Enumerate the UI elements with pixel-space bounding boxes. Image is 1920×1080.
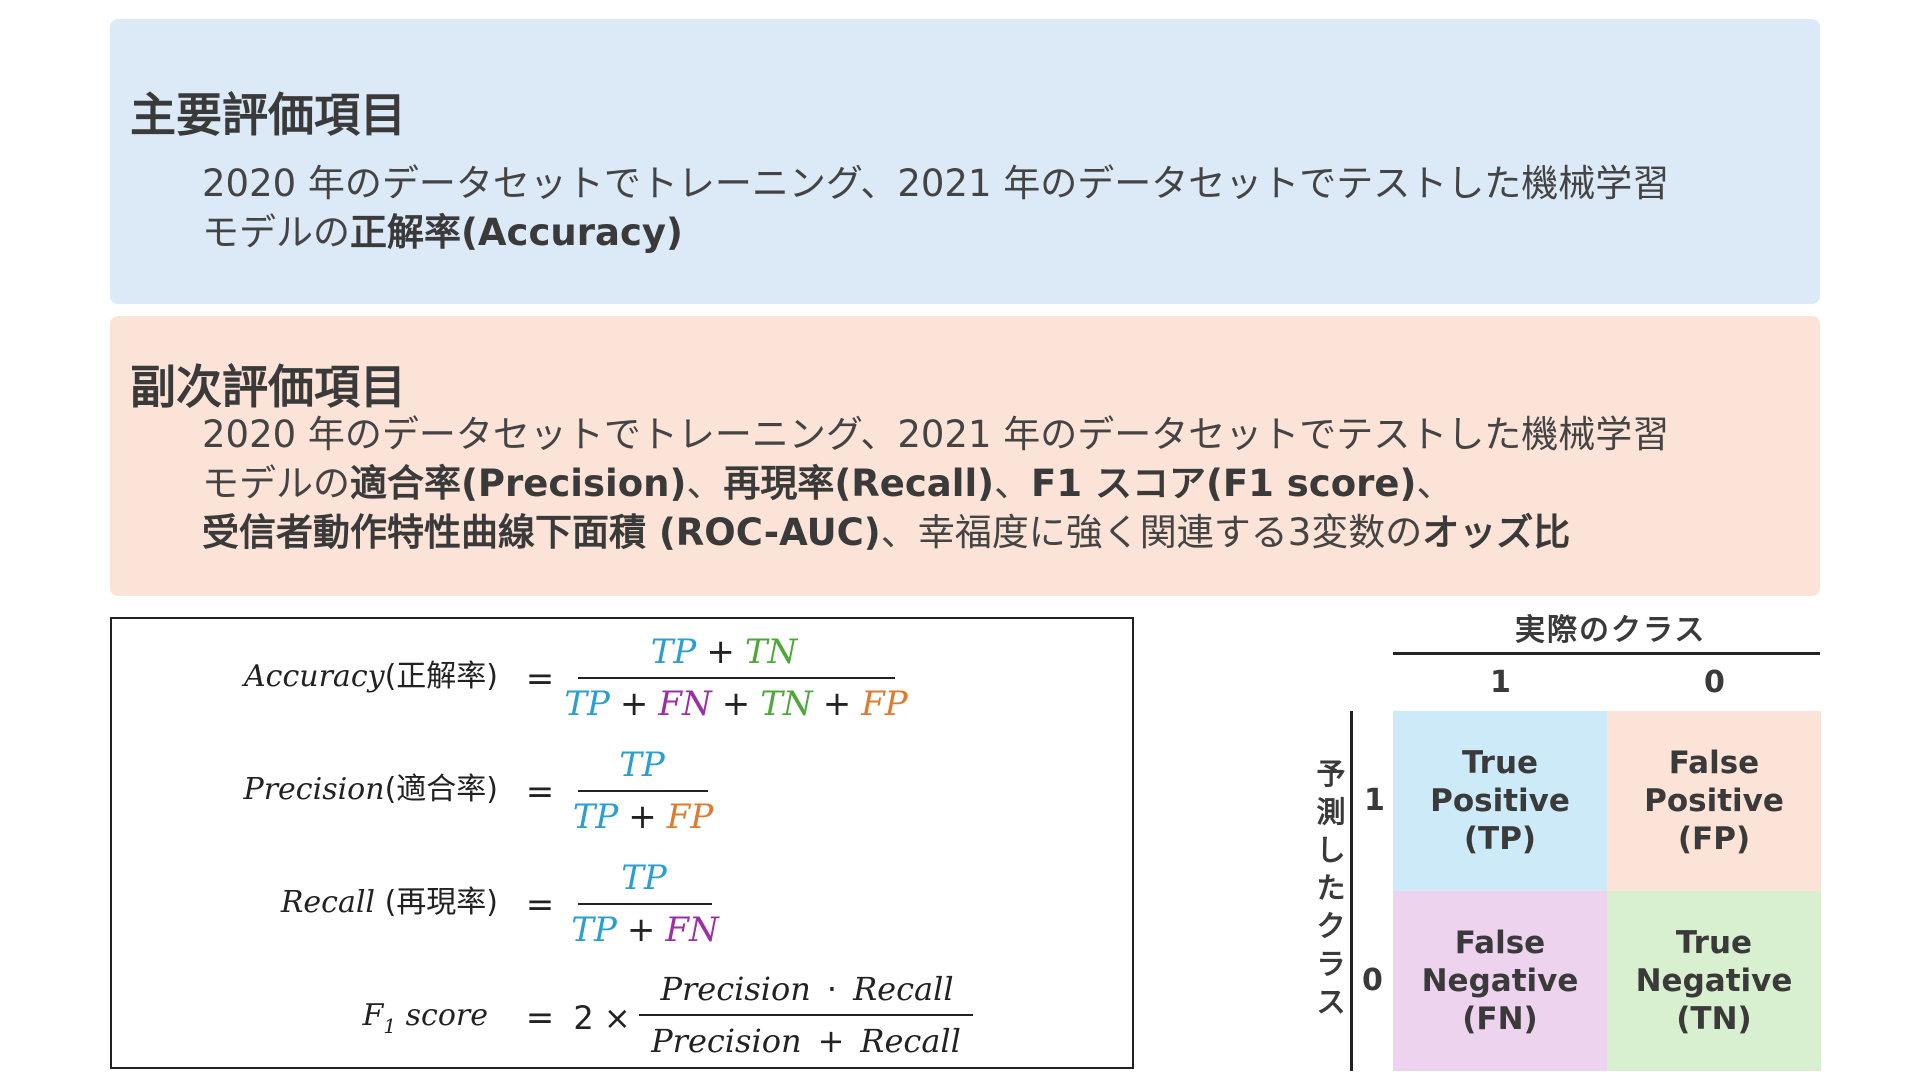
- confusion-matrix: 実際のクラス 1 0 予測したクラス 1 0 True Positive (TP…: [1300, 600, 1821, 1080]
- recall-denominator: TP+FN: [571, 910, 720, 950]
- accuracy-denominator: TP+FN+TN+FP: [564, 684, 908, 724]
- cell-false-negative: False Negative (FN): [1393, 891, 1607, 1071]
- recall-numerator: TP: [621, 858, 668, 898]
- odds-ratio-term: オッズ比: [1422, 511, 1571, 554]
- formula-svg: Accuracy(正解率) = TP+TN TP+FN+TN+FP Precis…: [241, 632, 973, 1060]
- recall-label: Recall (再現率): [280, 885, 498, 920]
- secondary-endpoint-text: 2020 年のデータセットでトレーニング、2021 年のデータセットでテストした…: [202, 410, 1790, 557]
- predicted-class-label: 予測したクラス: [1316, 757, 1346, 1019]
- separator: 、: [686, 462, 724, 505]
- secondary-line-3: 受信者動作特性曲線下面積 (ROC-AUC)、幸福度に強く関連する3変数のオッズ…: [202, 508, 1790, 557]
- primary-line-2: モデルの正解率(Accuracy): [202, 208, 1790, 257]
- secondary-line-2: モデルの適合率(Precision)、再現率(Recall)、F1 スコア(F1…: [202, 459, 1790, 508]
- secondary-endpoint-title: 副次評価項目: [130, 360, 406, 414]
- precision-numerator: TP: [619, 745, 666, 785]
- precision-label: Precision(適合率): [243, 772, 498, 807]
- actual-class-rule: [1393, 652, 1820, 655]
- f1-denominator: Precision+Recall: [650, 1022, 961, 1060]
- primary-endpoint-title: 主要評価項目: [130, 88, 406, 142]
- roc-auc-term: 受信者動作特性曲線下面積 (ROC-AUC): [202, 511, 881, 554]
- accuracy-label: Accuracy(正解率): [241, 659, 498, 694]
- f1-equals: =: [526, 998, 555, 1038]
- predicted-row-0: 0: [1362, 963, 1383, 998]
- primary-line-2-plain: モデルの: [202, 211, 350, 254]
- accuracy-term: 正解率(Accuracy): [350, 211, 683, 254]
- cell-false-positive: False Positive (FP): [1607, 711, 1821, 891]
- secondary-line-2-plain: モデルの: [202, 462, 350, 505]
- f1-term: F1 スコア(F1 score): [1031, 462, 1417, 505]
- recall-equals: =: [526, 885, 555, 925]
- f1-label: F1 score: [362, 998, 488, 1038]
- primary-endpoint-text: 2020 年のデータセットでトレーニング、2021 年のデータセットでテストした…: [202, 159, 1790, 257]
- precision-term: 適合率(Precision): [350, 462, 687, 505]
- accuracy-numerator: TP+TN: [651, 632, 799, 672]
- f1-numerator: Precision·Recall: [659, 970, 953, 1008]
- primary-endpoint-box: 主要評価項目 2020 年のデータセットでトレーニング、2021 年のデータセッ…: [110, 19, 1820, 304]
- secondary-endpoint-box: 副次評価項目 2020 年のデータセットでトレーニング、2021 年のデータセッ…: [110, 316, 1820, 596]
- secondary-line-1: 2020 年のデータセットでトレーニング、2021 年のデータセットでテストした…: [202, 413, 1670, 456]
- accuracy-equals: =: [526, 659, 555, 699]
- predicted-class-rule: [1350, 711, 1353, 1071]
- cell-true-positive: True Positive (TP): [1393, 711, 1607, 891]
- precision-denominator: TP+FP: [573, 797, 715, 837]
- formula-box: Accuracy(正解率) = TP+TN TP+FN+TN+FP Precis…: [110, 617, 1134, 1069]
- cell-true-negative: True Negative (TN): [1607, 891, 1821, 1071]
- actual-class-label: 実際のクラス: [1515, 613, 1707, 648]
- f1-two-times: 2 ×: [573, 999, 630, 1037]
- actual-col-0: 0: [1704, 665, 1725, 700]
- separator: 、: [1416, 462, 1454, 505]
- actual-col-1: 1: [1490, 665, 1511, 700]
- primary-line-1: 2020 年のデータセットでトレーニング、2021 年のデータセットでテストした…: [202, 162, 1670, 205]
- secondary-line-3-plain: 、幸福度に強く関連する3変数の: [880, 511, 1423, 554]
- recall-term: 再現率(Recall): [723, 462, 995, 505]
- separator: 、: [994, 462, 1032, 505]
- predicted-row-1: 1: [1364, 783, 1385, 818]
- precision-equals: =: [526, 772, 555, 812]
